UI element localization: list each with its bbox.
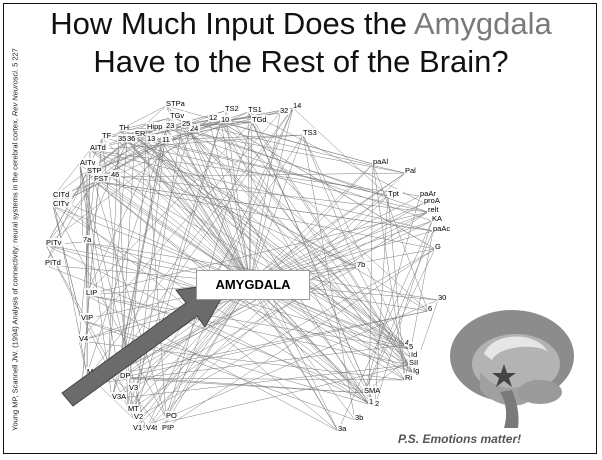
node-KA: KA bbox=[432, 214, 442, 223]
edge-PO-CITv bbox=[53, 206, 166, 418]
node-35: 35 bbox=[118, 134, 126, 143]
node-TS2: TS2 bbox=[225, 104, 239, 113]
edge-SII-V1 bbox=[133, 365, 409, 430]
node-CITv: CITv bbox=[53, 199, 69, 208]
node-V4t: V4t bbox=[146, 423, 158, 432]
edge-TS1-SII bbox=[248, 112, 409, 365]
node-LIP: LIP bbox=[86, 288, 97, 297]
edge-5-AITd bbox=[90, 150, 409, 349]
node-CITd: CITd bbox=[53, 190, 69, 199]
edge-2-23 bbox=[166, 128, 375, 406]
edge-SMA-G bbox=[364, 249, 435, 393]
node-32: 32 bbox=[280, 106, 288, 115]
node-2: 2 bbox=[375, 399, 379, 408]
node-46: 46 bbox=[111, 170, 119, 179]
node-V4: V4 bbox=[79, 334, 88, 343]
edge-FST-VIP bbox=[81, 181, 94, 320]
edge-amygdala-TS1 bbox=[248, 112, 250, 283]
edge-Tpt-14 bbox=[293, 108, 388, 196]
node-PO: PO bbox=[166, 411, 177, 420]
edge-TGv-Pal bbox=[170, 118, 405, 173]
node-10: 10 bbox=[221, 115, 229, 124]
node-relt: relt bbox=[428, 205, 439, 214]
node-3a: 3a bbox=[338, 424, 347, 433]
node-7b: 7b bbox=[357, 260, 365, 269]
node-14: 14 bbox=[293, 101, 301, 110]
node-12: 12 bbox=[209, 113, 217, 122]
node-25: 25 bbox=[182, 119, 190, 128]
node-Hipp: Hipp bbox=[147, 122, 162, 131]
node-PIP: PIP bbox=[162, 423, 174, 432]
node-TF: TF bbox=[102, 131, 112, 140]
node-1: 1 bbox=[369, 397, 373, 406]
node-Tpt: Tpt bbox=[388, 189, 400, 198]
node-DP: DP bbox=[120, 371, 130, 380]
edge-13-Tpt bbox=[147, 141, 388, 196]
edge-amygdala-Pal bbox=[250, 173, 405, 283]
node-Id: Id bbox=[411, 350, 417, 359]
node-V3: V3 bbox=[129, 383, 138, 392]
node-13: 13 bbox=[147, 134, 155, 143]
node-Pal: Pal bbox=[405, 166, 416, 175]
node-PITd: PITd bbox=[45, 258, 61, 267]
node-7a: 7a bbox=[83, 235, 92, 244]
node-V1: V1 bbox=[133, 423, 142, 432]
node-V2: V2 bbox=[134, 412, 143, 421]
node-G: G bbox=[435, 242, 441, 251]
edge-paAl-6 bbox=[373, 164, 428, 311]
node-proA: proA bbox=[424, 196, 440, 205]
edge-KA-3a bbox=[338, 221, 432, 431]
node-AITd: AITd bbox=[90, 143, 106, 152]
node-23: 23 bbox=[166, 121, 174, 130]
node-SMA: SMA bbox=[364, 386, 380, 395]
node-Ri: Ri bbox=[405, 373, 412, 382]
edge-SMA-DP bbox=[120, 378, 364, 393]
node-FST: FST bbox=[94, 174, 109, 183]
node-3b: 3b bbox=[355, 413, 363, 422]
amygdala-label: AMYGDALA bbox=[196, 270, 310, 300]
node-PITv: PITv bbox=[46, 238, 62, 247]
edge-10-G bbox=[221, 122, 435, 249]
node-TS1: TS1 bbox=[248, 105, 262, 114]
footnote: P.S. Emotions matter! bbox=[398, 432, 521, 446]
edge-amygdala-STP bbox=[87, 173, 250, 283]
node-11: 11 bbox=[162, 135, 170, 144]
node-Ig: Ig bbox=[413, 366, 419, 375]
edge-14-V4t bbox=[146, 108, 293, 430]
edge-V4-MST bbox=[79, 341, 87, 374]
brain-illustration bbox=[450, 310, 574, 428]
node-V3A: V3A bbox=[112, 392, 126, 401]
node-paAc: paAc bbox=[433, 224, 450, 233]
node-TH: TH bbox=[119, 123, 129, 132]
node-6: 6 bbox=[428, 304, 432, 313]
node-TS3: TS3 bbox=[303, 128, 317, 137]
node-36: 36 bbox=[127, 134, 135, 143]
node-paAl: paAl bbox=[373, 157, 388, 166]
edge-amygdala-3b bbox=[250, 283, 355, 420]
node-TGd: TGd bbox=[252, 115, 267, 124]
node-VIP: VIP bbox=[81, 313, 93, 322]
edge-7b-TS3 bbox=[303, 135, 357, 267]
node-STPa: STPa bbox=[166, 99, 186, 108]
node-30: 30 bbox=[438, 293, 446, 302]
